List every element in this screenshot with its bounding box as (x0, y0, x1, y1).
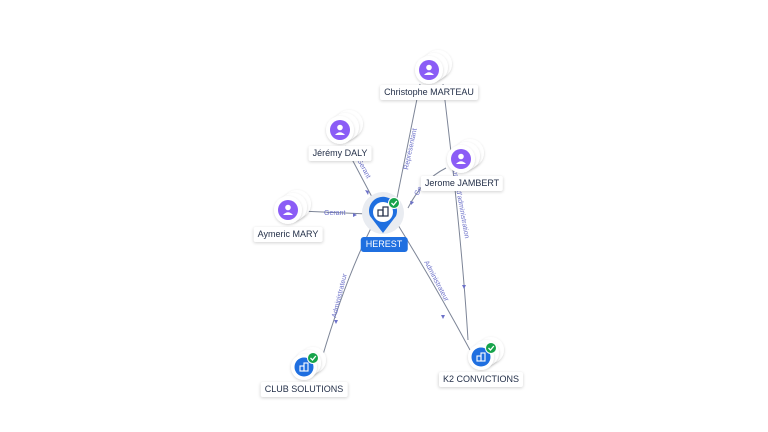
arrow-mary (353, 213, 357, 217)
center-node-herest[interactable] (362, 192, 404, 234)
company-node-k2[interactable] (468, 337, 504, 370)
person-node-marteau[interactable] (415, 50, 452, 84)
center-label-herest[interactable]: HEREST (360, 237, 408, 252)
arrow-jambert (410, 201, 414, 205)
arrow-k2-a (441, 315, 445, 319)
company-icon (377, 206, 389, 217)
arrow-k2-b (462, 285, 466, 289)
person-label-daly[interactable]: Jérémy DALY (308, 146, 372, 161)
person-label-jambert[interactable]: Jerome JAMBERT (420, 176, 504, 191)
person-label-mary[interactable]: Aymeric MARY (253, 227, 323, 242)
arrow-daly (365, 190, 369, 195)
verified-badge-icon (485, 342, 497, 354)
company-label-club[interactable]: CLUB SOLUTIONS (260, 382, 348, 397)
person-icon (419, 60, 439, 80)
edge-label-representant: Représentant (403, 128, 419, 171)
person-node-daly[interactable] (326, 110, 363, 144)
edge-label-admin-k2: Administrateur (422, 260, 450, 304)
edge-label-gerant-mary: Gerant (324, 210, 345, 217)
person-icon (278, 200, 298, 220)
company-icon (294, 357, 314, 377)
edge-arrows (334, 190, 466, 324)
person-node-mary[interactable] (274, 190, 311, 224)
edge-marteau-k2[interactable] (442, 83, 469, 341)
verified-badge-icon (307, 352, 319, 364)
company-icon (471, 347, 491, 367)
arrow-club (334, 320, 338, 324)
edge-label-admin-club: Administrateur (331, 272, 349, 318)
edge-marteau-herest[interactable] (396, 83, 421, 199)
person-icon (451, 149, 471, 169)
person-label-marteau[interactable]: Christophe MARTEAU (380, 85, 478, 100)
edge-herest-k2[interactable] (397, 224, 471, 351)
company-node-club[interactable] (291, 347, 326, 380)
company-label-k2[interactable]: K2 CONVICTIONS (438, 372, 524, 387)
person-node-jambert[interactable] (447, 139, 484, 173)
person-icon (330, 120, 350, 140)
edge-mary-herest[interactable] (299, 210, 369, 215)
verified-badge-icon (388, 197, 400, 209)
